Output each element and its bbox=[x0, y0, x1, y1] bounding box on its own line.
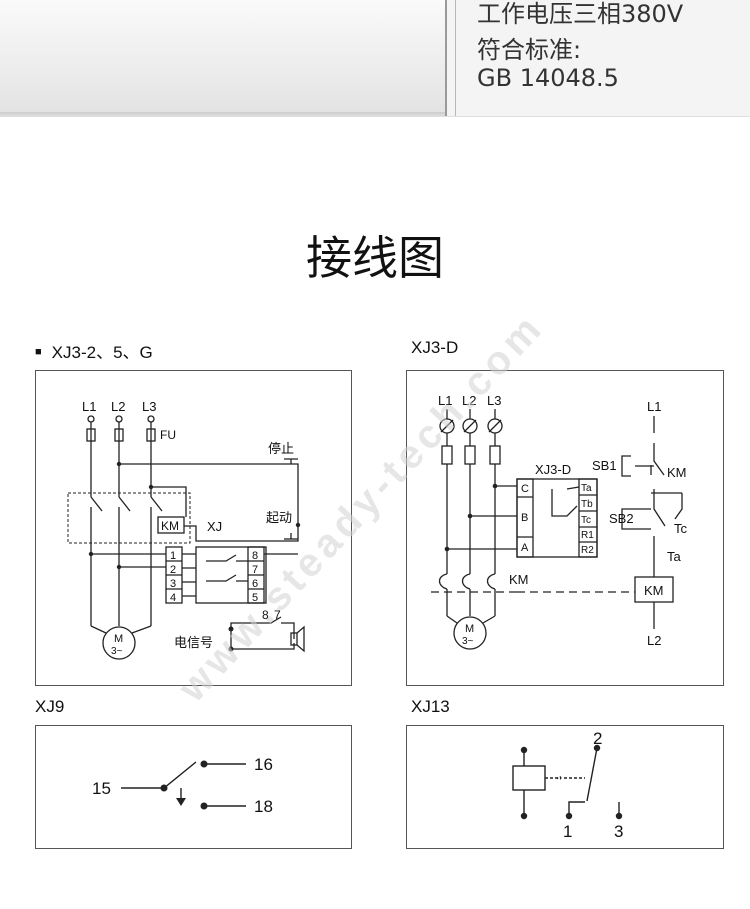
relay-contact-1 bbox=[206, 554, 248, 562]
wiring-diagram-xj9: 15 16 18 bbox=[92, 755, 273, 816]
fuse-a-icon bbox=[441, 445, 453, 465]
ta-label: Ta bbox=[667, 549, 682, 564]
input-b: B bbox=[521, 512, 528, 524]
terminal-l2-icon bbox=[115, 415, 123, 423]
spec-standard-label: 符合标准: bbox=[477, 36, 582, 64]
motor-icon-d bbox=[453, 616, 487, 650]
phase-l2-label: L2 bbox=[111, 399, 125, 414]
module-contact bbox=[551, 486, 580, 517]
phase-l2-label-d: L2 bbox=[462, 393, 476, 408]
control-l2-label: L2 bbox=[647, 633, 661, 648]
caption-xj3-d: XJ3-D bbox=[411, 338, 459, 357]
output-tb: Tb bbox=[581, 499, 593, 510]
phase-l3-label-d: L3 bbox=[487, 393, 501, 408]
signal-label: 电信号 bbox=[174, 635, 213, 650]
motor-label: M bbox=[114, 633, 123, 645]
sb2-label: SB2 bbox=[609, 511, 634, 526]
fuse-b-icon bbox=[464, 445, 476, 465]
xj13-terminal-2: 2 bbox=[593, 729, 602, 748]
terminal-8: 8 bbox=[252, 550, 258, 562]
spec-voltage: 工作电压三相380V bbox=[477, 0, 684, 28]
output-r1: R1 bbox=[581, 530, 594, 541]
terminal-l1-icon bbox=[87, 415, 95, 423]
output-r2: R2 bbox=[581, 545, 594, 556]
module-output-strip bbox=[578, 478, 598, 558]
diagram-panel-xj3-2: L1 L2 L3 FU 停止 起动 KM XJ 1 2 3 4 8 7 6 5 … bbox=[35, 370, 352, 686]
km-aux-label: KM bbox=[667, 465, 687, 480]
xj9-common-contact bbox=[121, 761, 197, 789]
start-label: 起动 bbox=[266, 510, 292, 525]
input-c: C bbox=[521, 483, 529, 495]
xj13-terminal-3: 3 bbox=[614, 822, 623, 841]
spec-standard-value: GB 14048.5 bbox=[477, 64, 619, 92]
phase-l1-label-d: L1 bbox=[438, 393, 452, 408]
caption-xj13: XJ13 bbox=[411, 697, 450, 716]
sb1-button-icon bbox=[621, 455, 631, 477]
motor-sub-label: 3~ bbox=[111, 646, 123, 657]
terminal-1: 1 bbox=[170, 550, 176, 562]
xj9-arrow-icon bbox=[176, 798, 186, 806]
banner-shadow bbox=[0, 112, 750, 117]
fuse-c-icon bbox=[489, 445, 501, 465]
caption-xj9: XJ9 bbox=[35, 697, 65, 716]
module-label: XJ3-D bbox=[535, 462, 571, 477]
diagram-panel-xj3-d: L1 L2 L3 XJ3-D C B A Ta Tb Tc R1 R2 KM L… bbox=[406, 370, 724, 686]
phase-l1-label: L1 bbox=[82, 399, 96, 414]
diagram-panel-xj13: 2 1 3 bbox=[406, 725, 724, 849]
km-contact-label: KM bbox=[509, 572, 529, 587]
signal-lamp-icon bbox=[290, 632, 298, 646]
phase-l3-label: L3 bbox=[142, 399, 156, 414]
signal-terminal-7: 7 bbox=[274, 608, 281, 622]
xj9-terminal-18: 18 bbox=[254, 797, 273, 816]
terminal-7: 7 bbox=[252, 564, 258, 576]
stop-label: 停止 bbox=[268, 441, 294, 456]
module-input-strip bbox=[516, 478, 534, 558]
terminal-3: 3 bbox=[170, 578, 176, 590]
km-label: KM bbox=[161, 519, 179, 533]
xj-relay-box bbox=[195, 546, 267, 604]
sb1-label: SB1 bbox=[592, 458, 617, 473]
section-title: 接线图 bbox=[306, 231, 444, 285]
relay-contact-2 bbox=[206, 574, 248, 582]
output-ta: Ta bbox=[581, 483, 592, 494]
terminal-4: 4 bbox=[170, 592, 176, 604]
xj13-terminal-1: 1 bbox=[563, 822, 572, 841]
signal-terminal-8: 8 bbox=[262, 608, 269, 622]
wiring-diagram-xj3-2: L1 L2 L3 FU 停止 起动 KM XJ 1 2 3 4 8 7 6 5 … bbox=[67, 399, 305, 660]
motor-label-d: M bbox=[465, 623, 474, 635]
xj9-terminal-16: 16 bbox=[254, 755, 273, 774]
output-tc: Tc bbox=[581, 515, 591, 526]
caption-xj3-2: ■ XJ3-2、5、G bbox=[35, 338, 153, 363]
xj13-coil-icon bbox=[512, 765, 546, 791]
contactor-enclosure bbox=[67, 492, 191, 544]
motor-icon bbox=[102, 626, 136, 660]
terminal-l3-icon bbox=[147, 415, 155, 423]
km-coil-box bbox=[157, 516, 185, 534]
wiring-diagram-xj3-d: L1 L2 L3 XJ3-D C B A Ta Tb Tc R1 R2 KM L… bbox=[431, 393, 688, 650]
card-edge-line bbox=[455, 0, 456, 116]
coil-label: KM bbox=[644, 583, 664, 598]
tc-label: Tc bbox=[674, 521, 688, 536]
terminal-5: 5 bbox=[252, 592, 258, 604]
caption-xj3-2-text: XJ3-2、5、G bbox=[51, 343, 153, 362]
sb2-button-icon bbox=[621, 508, 651, 530]
stop-button-icon bbox=[284, 458, 298, 464]
wiring-diagram-xj13: 2 1 3 bbox=[512, 729, 623, 841]
fuse-label: FU bbox=[160, 428, 176, 442]
terminal-6: 6 bbox=[252, 578, 258, 590]
input-a: A bbox=[521, 542, 529, 554]
control-l1-label: L1 bbox=[647, 399, 661, 414]
motor-sub-label-d: 3~ bbox=[462, 636, 474, 647]
xj-label: XJ bbox=[207, 519, 222, 534]
diagram-panel-xj9: 15 16 18 bbox=[35, 725, 352, 849]
spec-label-card: 工作电压三相380V 符合标准: GB 14048.5 bbox=[445, 0, 750, 116]
signal-circuit bbox=[230, 616, 295, 650]
bullet-icon: ■ bbox=[35, 346, 42, 358]
terminal-2: 2 bbox=[170, 564, 176, 576]
xj9-terminal-15: 15 bbox=[92, 779, 111, 798]
